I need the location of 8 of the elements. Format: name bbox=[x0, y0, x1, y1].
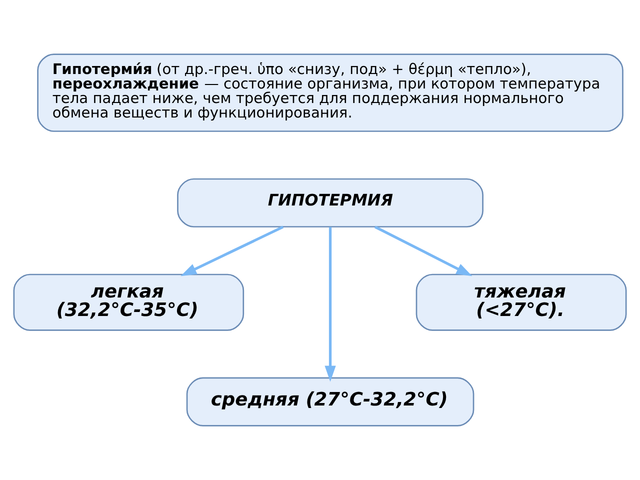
arrow bbox=[374, 226, 472, 276]
node-box: тяжелая (<27°C). bbox=[416, 274, 627, 331]
node-box: средняя (27°C-32,2°C) bbox=[186, 377, 474, 426]
arrow bbox=[180, 226, 284, 276]
node-box: Гипотерми́я (от др.-греч. ὑπο «снизу, под» + θέρμη «тепло»), переохлаждение — состояние организма, при котором температура тела падает ниже, чем требуется для поддержания нормального обмена веществ и функционирования. bbox=[37, 54, 624, 132]
node-box: ГИПОТЕРМИЯ bbox=[177, 178, 484, 228]
arrow bbox=[324, 227, 336, 382]
node-box: легкая (32,2°C-35°C) bbox=[13, 274, 244, 331]
